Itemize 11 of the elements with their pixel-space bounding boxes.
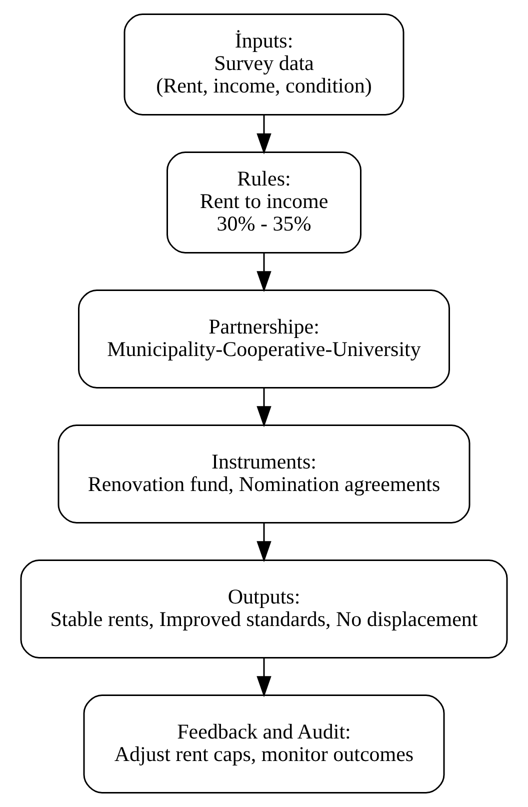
node-box: Instruments: Renovation fund, Nomination agreements (58, 424, 470, 524)
node-box: Rules: Rent to income 30% - 35% (166, 152, 362, 254)
node-box: Partnershipe: Municipality-Cooperative-University (78, 290, 450, 388)
arrow (256, 115, 272, 154)
arrow (256, 252, 272, 292)
arrow (256, 523, 272, 562)
arrow (256, 658, 272, 698)
node-box: Feedback and Audit: Adjust rent caps, monitor outcomes (83, 694, 445, 794)
arrow (256, 388, 272, 428)
node-box: Outputs: Stable rents, Improved standards, No displacement (20, 560, 508, 658)
node-box: İnputs: Survey data (Rent, income, condition) (124, 14, 404, 116)
